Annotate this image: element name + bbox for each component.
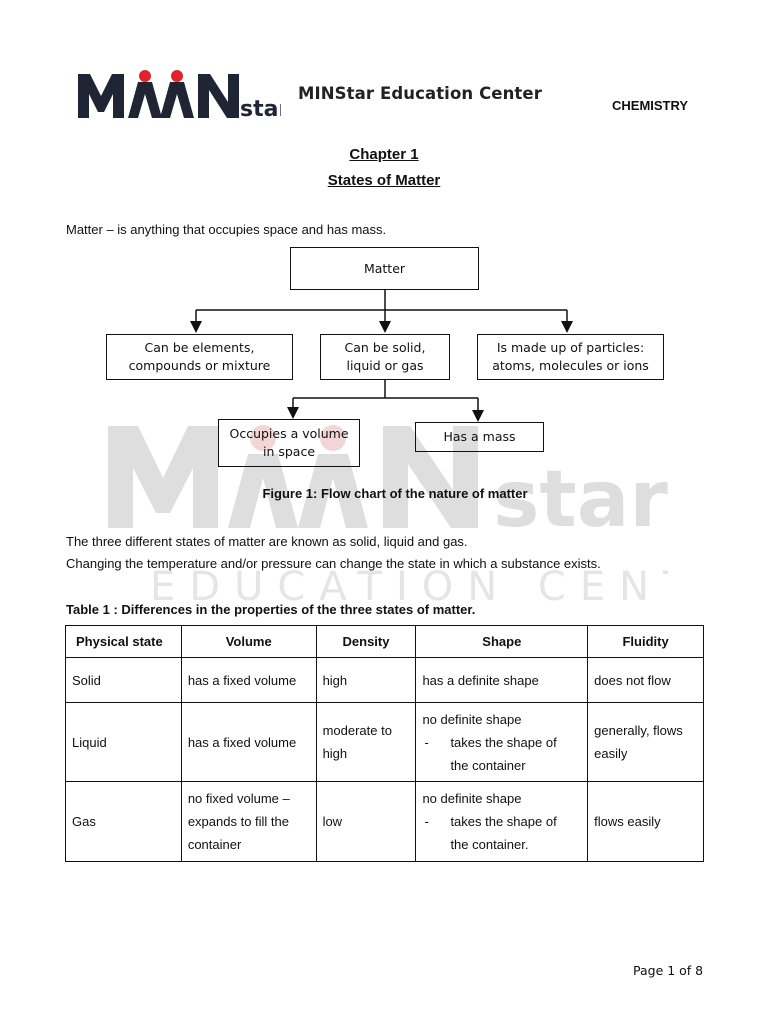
flow-node-line: Can be solid,: [344, 340, 426, 355]
subject-label: CHEMISTRY: [612, 98, 689, 113]
header-shape: Shape: [415, 625, 589, 658]
flow-node-label: Matter: [363, 260, 406, 276]
cell-state: Gas: [65, 781, 182, 862]
matter-definition: Matter – is anything that occupies space…: [66, 222, 387, 237]
cell-line: easily: [594, 746, 628, 761]
change-paragraph: Changing the temperature and/or pressure…: [66, 556, 601, 571]
cell-volume: has a fixed volume: [180, 702, 317, 782]
cell-fluidity: flows easily: [587, 781, 704, 862]
flow-node-line: in space: [262, 444, 316, 459]
flow-node-particles: Is made up of particles: atoms, molecules…: [477, 334, 664, 380]
header-fluidity: Fluidity: [587, 625, 704, 658]
chapter-title: Chapter 1: [349, 146, 419, 163]
cell-shape: no definite shape - takes the shape of th…: [415, 781, 589, 862]
cell-line: no definite shape: [422, 711, 522, 727]
watermark-logo: star EDUCATION CENTER: [108, 425, 668, 608]
cell-line: container: [187, 837, 242, 852]
cell-line: the container: [450, 757, 526, 773]
states-paragraph: The three different states of matter are…: [66, 534, 468, 549]
cell-density: moderate to high: [315, 702, 417, 782]
header-physical-state: Physical state: [65, 625, 182, 658]
cell-line: the container.: [450, 837, 529, 852]
cell-density: low: [315, 781, 417, 862]
cell-line: expands to fill the: [187, 814, 290, 829]
table-row: Gas no fixed volume – expands to fill th…: [65, 781, 704, 862]
header-volume: Volume: [180, 625, 317, 658]
flow-node-matter: Matter: [290, 247, 479, 290]
cell-shape: has a definite shape: [415, 657, 589, 703]
cell-volume: has a fixed volume: [180, 657, 317, 703]
flow-node-line: atoms, molecules or ions: [492, 358, 649, 373]
states-table: Physical state Volume Density Shape Flui…: [65, 625, 704, 862]
svg-text:star: star: [240, 97, 281, 122]
flow-node-line: Can be elements,: [144, 340, 255, 355]
cell-state: Solid: [65, 657, 182, 703]
watermark-star-text: star: [493, 455, 668, 545]
table-header-row: Physical state Volume Density Shape Flui…: [65, 625, 704, 658]
header-density: Density: [315, 625, 417, 658]
cell-shape: no definite shape - takes the shape of th…: [415, 702, 589, 782]
center-name: MINStar Education Center: [298, 84, 542, 103]
flow-node-mass: Has a mass: [415, 422, 544, 452]
cell-line: generally, flows: [594, 723, 683, 738]
minstar-logo: star: [78, 70, 281, 122]
cell-state: Liquid: [65, 702, 182, 782]
bullet-dash: -: [424, 734, 429, 750]
topic-title: States of Matter: [327, 172, 441, 189]
cell-line: high: [322, 746, 348, 761]
cell-fluidity: generally, flows easily: [587, 702, 704, 782]
cell-line: moderate to: [322, 723, 392, 738]
flow-node-line: Is made up of particles:: [496, 340, 645, 355]
flow-node-line: compounds or mixture: [128, 358, 271, 373]
table-row: Solid has a fixed volume high has a defi…: [65, 657, 704, 703]
flow-node-line: liquid or gas: [346, 358, 424, 373]
cell-line: no definite shape: [422, 791, 522, 806]
figure-caption: Figure 1: Flow chart of the nature of ma…: [262, 486, 528, 501]
flow-node-volume: Occupies a volume in space: [218, 419, 360, 467]
cell-line: takes the shape of: [450, 734, 557, 750]
flow-node-label: Has a mass: [443, 429, 516, 444]
bullet-dash: -: [424, 814, 429, 829]
flowchart-connectors: [190, 290, 573, 422]
table-caption: Table 1 : Differences in the properties …: [66, 602, 476, 617]
cell-line: no fixed volume –: [187, 791, 290, 806]
cell-density: high: [315, 657, 417, 703]
watermark-subtitle: EDUCATION CENTER: [150, 564, 668, 608]
cell-volume: no fixed volume – expands to fill the co…: [180, 781, 317, 862]
flow-node-line: Occupies a volume: [229, 426, 349, 441]
table-row: Liquid has a fixed volume moderate to hi…: [65, 702, 704, 782]
flow-node-elements: Can be elements, compounds or mixture: [106, 334, 293, 380]
cell-line: takes the shape of: [450, 814, 557, 829]
page-number: Page 1 of 8: [633, 963, 704, 978]
cell-fluidity: does not flow: [587, 657, 704, 703]
flow-node-states: Can be solid, liquid or gas: [320, 334, 450, 380]
